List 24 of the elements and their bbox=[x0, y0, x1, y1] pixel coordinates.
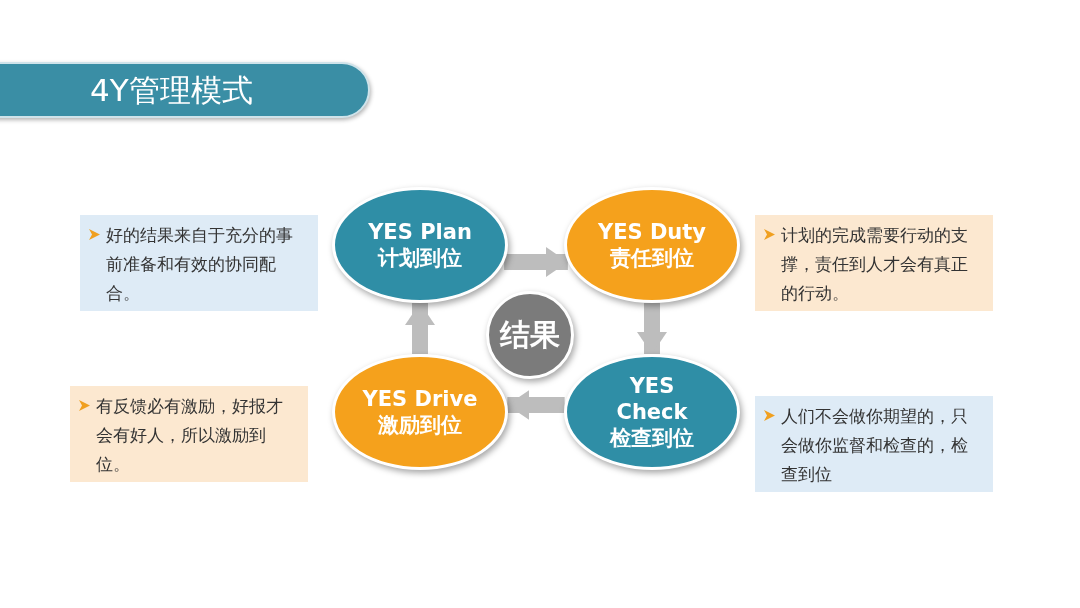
stage-title: YES Check bbox=[615, 373, 689, 425]
stage-ellipse bbox=[564, 354, 740, 470]
note-box bbox=[70, 386, 308, 482]
note-text: 有反馈必有激励，好报才会有好人，所以激励到位。 bbox=[96, 395, 284, 476]
stage-label: 计划到位 bbox=[378, 245, 462, 271]
note-text: 好的结果来自于充分的事前准备和有效的协同配合。 bbox=[106, 224, 294, 305]
stage-title: YES Plan bbox=[368, 219, 472, 245]
block-arrow bbox=[637, 303, 667, 354]
note-text: 人们不会做你期望的，只会做你监督和检查的，检查到位 bbox=[781, 405, 969, 486]
result-label: 结果 bbox=[500, 317, 560, 353]
note-box bbox=[755, 396, 993, 492]
stage-label: 激励到位 bbox=[378, 412, 462, 438]
stage-label: 检查到位 bbox=[610, 425, 694, 451]
result-circle bbox=[486, 291, 574, 379]
title-text: 4Y管理模式 bbox=[90, 71, 253, 109]
note-box bbox=[80, 215, 318, 311]
block-arrow bbox=[507, 390, 565, 420]
block-arrow bbox=[405, 303, 435, 354]
note-text: 计划的完成需要行动的支撑，责任到人才会有真正的行动。 bbox=[781, 224, 969, 305]
stage-label: 责任到位 bbox=[610, 245, 694, 271]
note-box bbox=[755, 215, 993, 311]
block-arrow bbox=[504, 247, 568, 277]
stage-title: YES Drive bbox=[362, 386, 478, 412]
stage-title: YES Duty bbox=[597, 219, 707, 245]
